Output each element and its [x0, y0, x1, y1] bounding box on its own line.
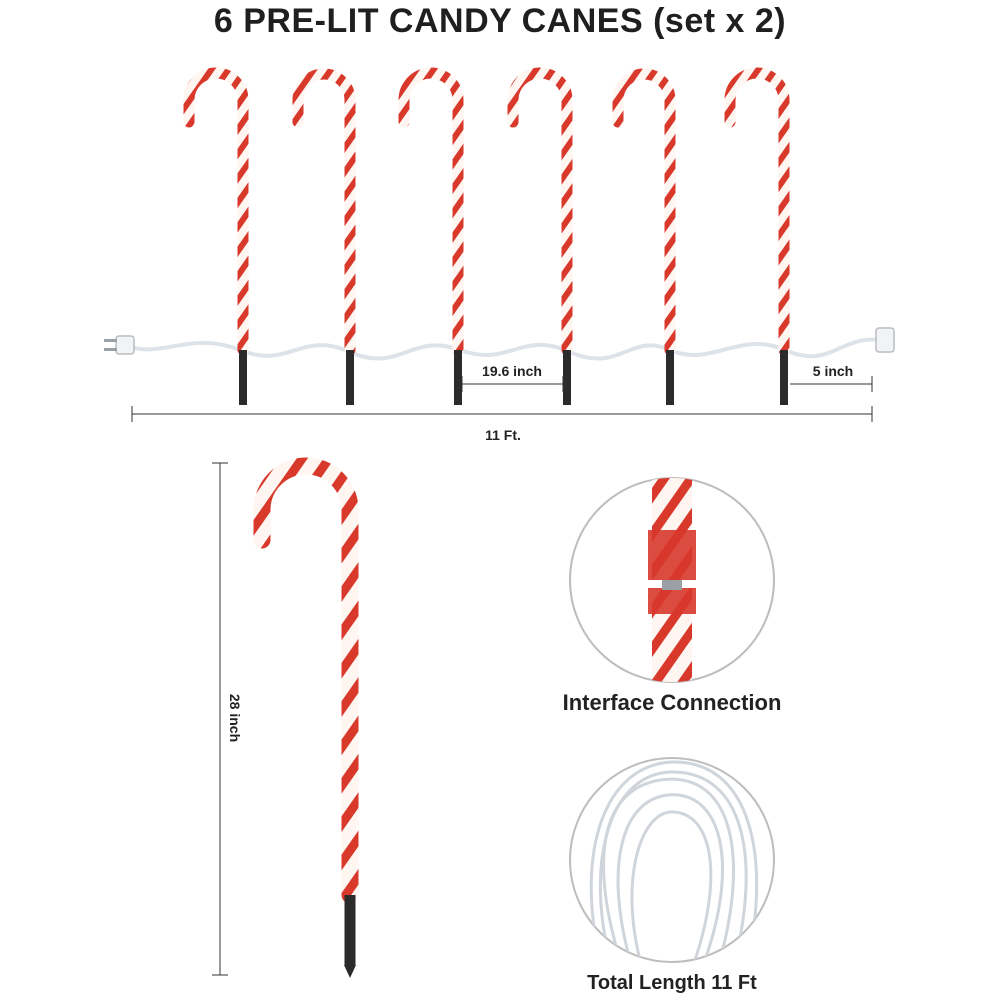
spacing-dimension [461, 376, 564, 392]
cable-detail-circle [569, 757, 775, 963]
height-label: 28 inch [227, 694, 243, 742]
total-length-label: 11 Ft. [485, 427, 521, 443]
candy-cane [507, 67, 573, 405]
candy-cane [183, 67, 249, 405]
page-title: 6 PRE-LIT CANDY CANES (set x 2) [213, 2, 787, 40]
plug-icon [104, 335, 135, 355]
end-lead-dimension [790, 376, 873, 392]
end-lead-label: 5 inch [813, 363, 853, 379]
total-length-dimension [131, 406, 873, 422]
spacing-label: 19.6 inch [482, 363, 542, 379]
candy-cane [724, 67, 790, 405]
candy-cane [292, 68, 356, 405]
cane-row [183, 67, 790, 405]
large-candy-cane [253, 457, 359, 978]
height-dimension [212, 462, 228, 976]
interface-caption: Interface Connection [562, 690, 782, 715]
interface-detail-circle [569, 477, 775, 683]
cable-caption: Total Length 11 Ft [587, 972, 757, 994]
candy-cane [398, 67, 464, 405]
candy-cane [612, 68, 676, 405]
end-connector-icon [875, 327, 895, 353]
light-wire [124, 337, 881, 361]
